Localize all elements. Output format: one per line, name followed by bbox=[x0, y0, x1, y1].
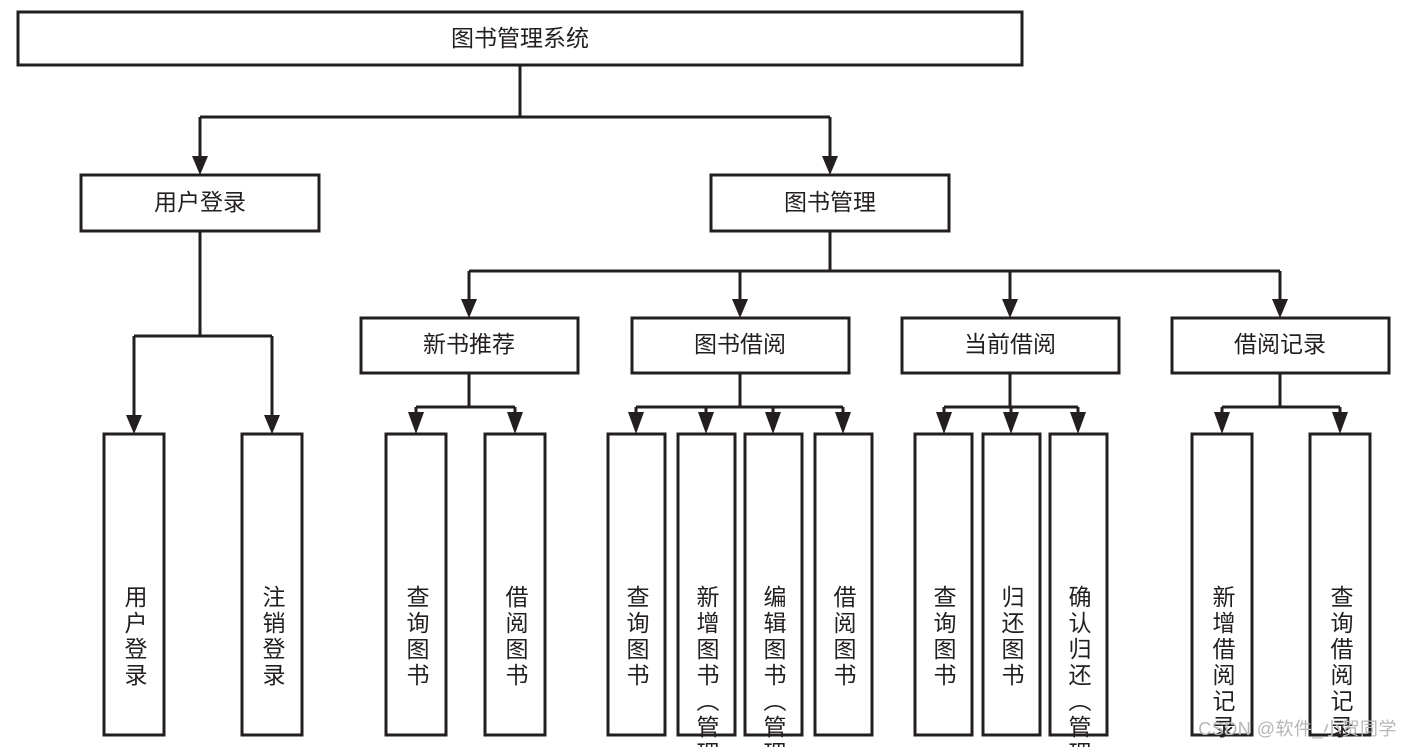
node-leaf-confirm-return-box[interactable] bbox=[1048, 432, 1109, 737]
node-current-borrow-label: 当前借阅 bbox=[964, 331, 1056, 357]
node-leaf-edit-book[interactable]: 编辑图书（管理员） bbox=[743, 432, 804, 747]
node-borrow-record-label: 借阅记录 bbox=[1234, 331, 1326, 357]
node-leaf-query-record-label: 查询借阅记录 bbox=[1327, 585, 1354, 741]
node-leaf-borrow-book-2-label: 借阅图书 bbox=[830, 585, 857, 689]
connector-layer bbox=[126, 65, 1348, 434]
node-book-manage[interactable]: 图书管理 bbox=[709, 173, 951, 233]
arrow-head-user-login bbox=[192, 156, 208, 175]
node-leaf-query-book-3-label: 查询图书 bbox=[930, 585, 957, 689]
node-new-book-rec-label: 新书推荐 bbox=[423, 331, 515, 357]
node-leaf-confirm-return[interactable]: 确认归还（管理员） bbox=[1048, 432, 1109, 747]
node-leaf-add-record-box[interactable] bbox=[1190, 432, 1254, 737]
node-leaf-edit-book-label: 编辑图书（管理员） bbox=[760, 585, 787, 747]
node-user-login[interactable]: 用户登录 bbox=[79, 173, 321, 233]
node-leaf-query-book-2[interactable]: 查询图书 bbox=[606, 432, 667, 737]
node-leaf-user-login-label: 用户登录 bbox=[121, 585, 148, 689]
node-leaf-return-book[interactable]: 归还图书 bbox=[981, 432, 1042, 737]
node-new-book-rec[interactable]: 新书推荐 bbox=[359, 316, 580, 375]
arrow-head-leaf-borrow-book-1 bbox=[507, 412, 523, 434]
node-book-borrow-box[interactable] bbox=[630, 316, 851, 375]
node-leaf-logout[interactable]: 注销登录 bbox=[240, 432, 304, 737]
node-leaf-query-book-1[interactable]: 查询图书 bbox=[384, 432, 448, 737]
node-leaf-user-login-box[interactable] bbox=[102, 432, 166, 737]
node-leaf-query-book-3-box[interactable] bbox=[913, 432, 974, 737]
node-leaf-borrow-book-2[interactable]: 借阅图书 bbox=[813, 432, 874, 737]
node-book-manage-label: 图书管理 bbox=[784, 189, 876, 215]
node-leaf-borrow-book-1-label: 借阅图书 bbox=[502, 585, 529, 689]
node-user-login-box[interactable] bbox=[79, 173, 321, 233]
node-leaf-query-book-3[interactable]: 查询图书 bbox=[913, 432, 974, 737]
node-leaf-add-book[interactable]: 新增图书（管理员） bbox=[676, 432, 737, 747]
node-book-borrow-label: 图书借阅 bbox=[694, 331, 786, 357]
node-leaf-edit-book-box[interactable] bbox=[743, 432, 804, 737]
node-new-book-rec-box[interactable] bbox=[359, 316, 580, 375]
node-leaf-logout-box[interactable] bbox=[240, 432, 304, 737]
arrow-head-book-borrow bbox=[732, 299, 748, 318]
node-leaf-borrow-book-1-box[interactable] bbox=[483, 432, 547, 737]
node-root[interactable]: 图书管理系统 bbox=[16, 10, 1024, 67]
node-current-borrow[interactable]: 当前借阅 bbox=[900, 316, 1121, 375]
node-borrow-record[interactable]: 借阅记录 bbox=[1170, 316, 1391, 375]
node-root-label: 图书管理系统 bbox=[451, 25, 589, 51]
arrow-head-leaf-confirm-return bbox=[1070, 412, 1086, 434]
arrow-head-leaf-borrow-book-2 bbox=[835, 412, 851, 434]
node-leaf-borrow-book-1[interactable]: 借阅图书 bbox=[483, 432, 547, 737]
node-leaf-query-book-2-box[interactable] bbox=[606, 432, 667, 737]
node-leaf-return-book-label: 归还图书 bbox=[998, 585, 1025, 689]
arrow-head-borrow-record bbox=[1272, 299, 1288, 318]
node-leaf-add-record-label: 新增借阅记录 bbox=[1209, 585, 1236, 741]
node-book-borrow[interactable]: 图书借阅 bbox=[630, 316, 851, 375]
arrow-head-leaf-return-book bbox=[1003, 412, 1019, 434]
node-leaf-user-login[interactable]: 用户登录 bbox=[102, 432, 166, 737]
arrow-head-leaf-add-book bbox=[698, 412, 714, 434]
arrow-head-book-manage bbox=[822, 156, 838, 175]
node-leaf-add-book-label: 新增图书（管理员） bbox=[693, 585, 720, 747]
arrow-head-leaf-user-login bbox=[126, 415, 142, 434]
arrow-head-current-borrow bbox=[1002, 299, 1018, 318]
node-leaf-add-record[interactable]: 新增借阅记录 bbox=[1190, 432, 1254, 741]
arrow-head-leaf-query-record bbox=[1332, 412, 1348, 434]
node-root-box[interactable] bbox=[16, 10, 1024, 67]
arrow-head-leaf-query-book-2 bbox=[628, 412, 644, 434]
node-leaf-query-book-2-label: 查询图书 bbox=[623, 585, 650, 689]
node-book-manage-box[interactable] bbox=[709, 173, 951, 233]
node-leaf-borrow-book-2-box[interactable] bbox=[813, 432, 874, 737]
node-leaf-logout-label: 注销登录 bbox=[259, 585, 286, 689]
node-leaf-confirm-return-label: 确认归还（管理员） bbox=[1065, 585, 1092, 747]
arrow-head-leaf-edit-book bbox=[765, 412, 781, 434]
arrow-head-new-book-rec bbox=[461, 299, 477, 318]
arrow-head-leaf-add-record bbox=[1214, 412, 1230, 434]
node-leaf-query-record-box[interactable] bbox=[1308, 432, 1372, 737]
node-leaf-return-book-box[interactable] bbox=[981, 432, 1042, 737]
node-leaf-add-book-box[interactable] bbox=[676, 432, 737, 737]
arrow-head-leaf-logout bbox=[264, 415, 280, 434]
arrow-head-leaf-query-book-1 bbox=[408, 412, 424, 434]
node-leaf-query-record[interactable]: 查询借阅记录 bbox=[1308, 432, 1372, 741]
node-user-login-label: 用户登录 bbox=[154, 189, 246, 215]
node-leaf-query-book-1-box[interactable] bbox=[384, 432, 448, 737]
node-current-borrow-box[interactable] bbox=[900, 316, 1121, 375]
node-borrow-record-box[interactable] bbox=[1170, 316, 1391, 375]
arrow-head-leaf-query-book-3 bbox=[936, 412, 952, 434]
node-leaf-query-book-1-label: 查询图书 bbox=[403, 585, 430, 689]
